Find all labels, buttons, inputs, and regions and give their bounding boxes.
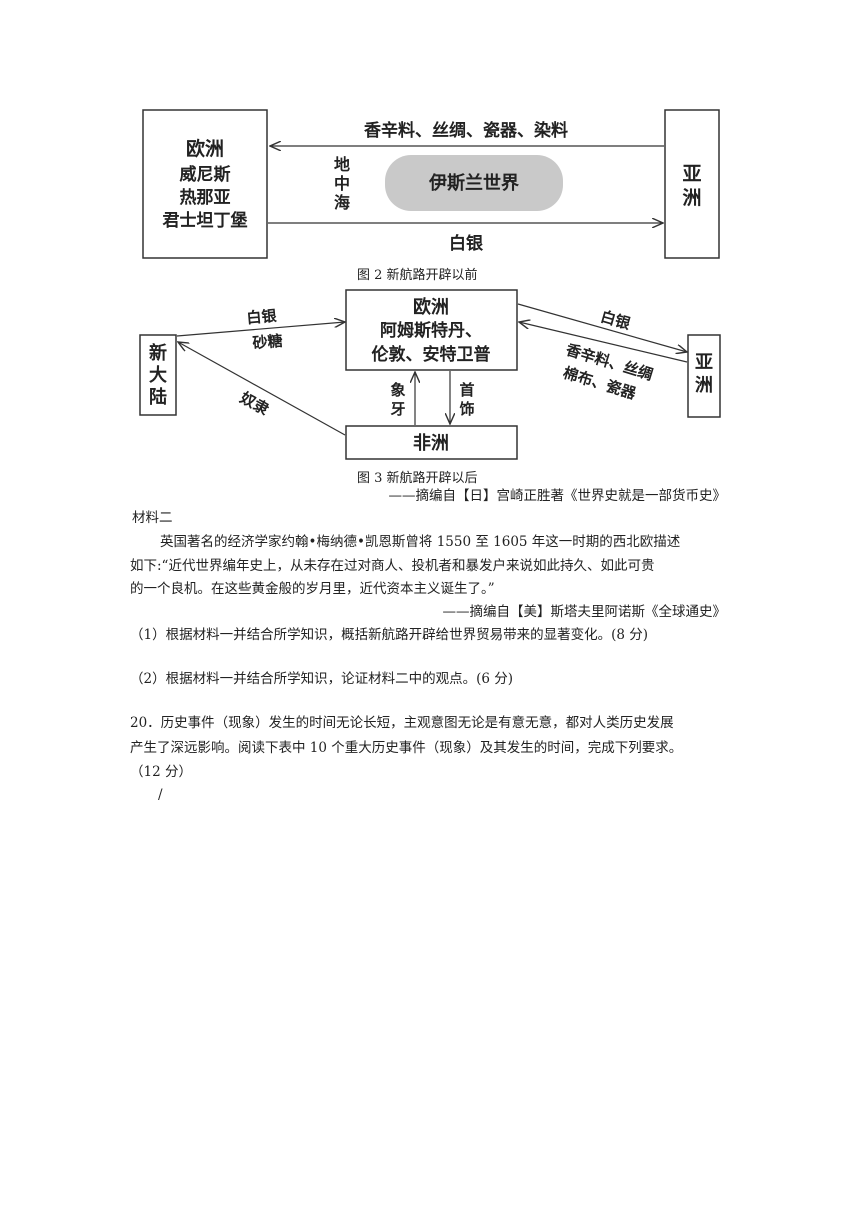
question-1: （1）根据材料一并结合所学知识，概括新航路开辟给世界贸易带来的显著变化。(8 分… [130,627,649,643]
figure-3-diagram: 欧洲 阿姆斯特丹、 伦敦、安特卫普 新 大 陆 亚 洲 非洲 白银 砂糖 奴隶 … [139,289,721,460]
silver-label: 白银 [449,233,484,254]
question-20-line: 产生了深远影响。阅读下表中 10 个重大历史事件（现象）及其发生的时间，完成下列… [130,740,683,756]
new-continent-label: 大 [149,364,167,386]
silver-left-label: 白银 [246,307,278,328]
asia-label: 亚 [682,163,701,185]
question-2: （2）根据材料一并结合所学知识，论证材料二中的观点。(6 分) [130,671,514,687]
source-citation-2: ——摘编自【美】斯塔夫里阿诺斯《全球通史》 [442,604,727,620]
asia-box [687,334,721,418]
material-2-title: 材料二 [132,510,173,526]
islam-world-box [385,155,563,211]
europe-city: 君士坦丁堡 [163,210,248,231]
sea-label: 海 [334,193,350,212]
sugar-label: 砂糖 [252,332,283,353]
sea-label: 中 [334,174,350,193]
figure-2-caption: 图 2 新航路开辟以前 [357,268,478,283]
figure-3-caption: 图 3 新航路开辟以后 [357,471,478,486]
europe-box [142,109,268,259]
top-goods-label: 香辛料、丝绸、瓷器、染料 [364,120,568,141]
silver-sugar-arrow [176,322,345,337]
asia-label: 洲 [695,375,713,396]
silver-right-arrow [517,303,687,352]
material-2-line: 的一个良机。在这些黄金般的岁月里，近代资本主义诞生了。” [130,581,495,597]
europe-box [345,289,518,371]
europe-city: 威尼斯 [180,164,231,185]
ivory-label: 象 [390,381,405,399]
asia-label: 洲 [682,187,701,209]
material-2-line: 英国著名的经济学家约翰•梅纳德•凯恩斯曾将 1550 至 1605 年这一时期的… [160,534,681,550]
europe-city: 阿姆斯特丹、 [380,320,482,341]
new-continent-box [139,334,177,416]
figure-2-diagram: 欧洲 威尼斯 热那亚 君士坦丁堡 亚 洲 香辛料、丝绸、瓷器、染料 白银 地 中… [142,109,720,259]
europe-city: 热那亚 [180,187,231,208]
islam-world-label: 伊斯兰世界 [428,172,519,194]
slaves-label: 奴隶 [236,388,272,419]
jewelry-label: 饰 [459,400,474,418]
new-continent-label: 新 [149,342,167,364]
europe-title: 欧洲 [186,137,224,160]
material-2-line: 如下:“近代世界编年史上，从未存在过对商人、投机者和暴发户来说如此持久、如此可贵 [130,558,655,574]
slash-mark: / [158,787,163,803]
new-continent-label: 陆 [149,386,167,408]
source-citation-1: ——摘编自【日】宫崎正胜著《世界史就是一部货币史》 [388,488,727,504]
europe-city: 伦敦、安特卫普 [372,344,491,365]
silver-right-label: 白银 [598,307,633,333]
asia-label: 亚 [695,352,713,373]
sea-label: 地 [334,155,350,174]
jewelry-label: 首 [459,381,474,399]
question-20-line: 20．历史事件（现象）发生的时间无论长短，主观意图无论是有意无意，都对人类历史发… [130,715,674,731]
slaves-arrow [178,342,346,436]
europe-title: 欧洲 [413,296,449,318]
question-20-line: （12 分） [130,764,192,780]
asia-box [664,109,720,259]
ivory-label: 牙 [390,400,405,418]
asia-goods-arrow [519,322,688,363]
africa-label: 非洲 [413,432,449,454]
africa-box [345,425,518,460]
